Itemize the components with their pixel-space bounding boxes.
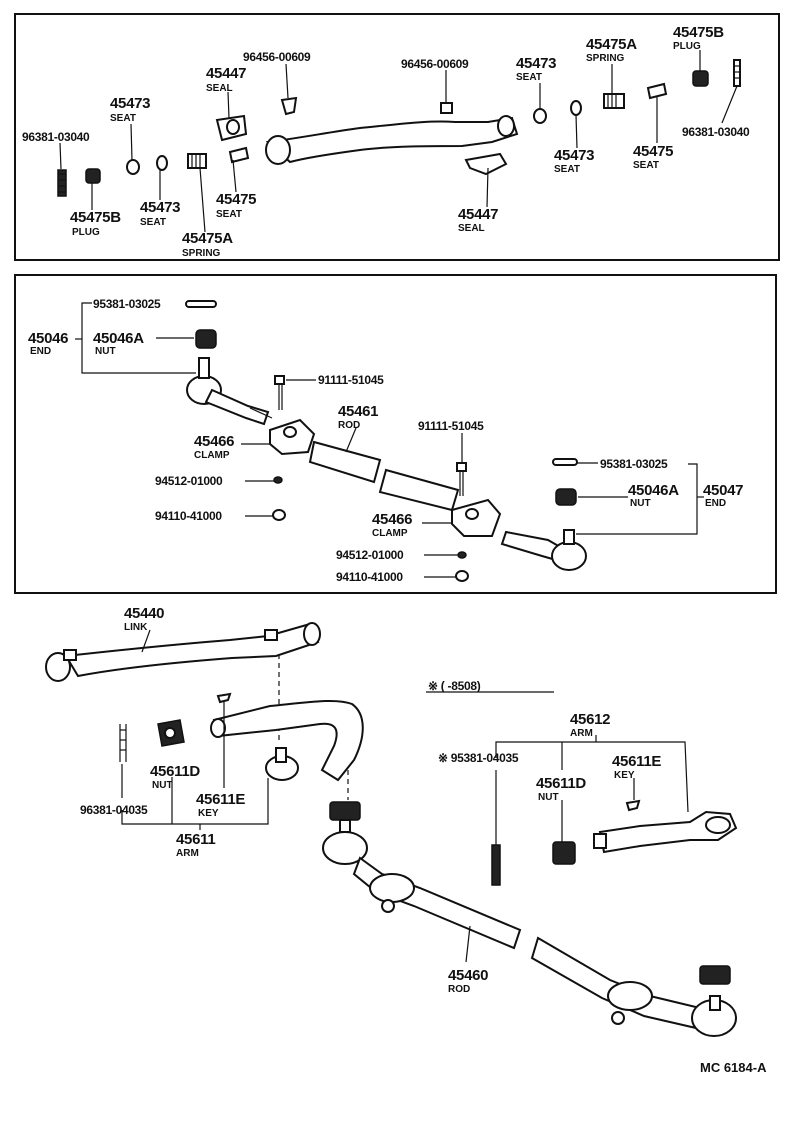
label-45461: 45461	[338, 403, 378, 420]
label-45461-sub: ROD	[338, 420, 360, 431]
box1-drawing	[57, 50, 741, 233]
label-96381-04035: 96381-04035	[80, 803, 148, 817]
frame-middle	[14, 274, 777, 594]
box2-drawing	[75, 300, 704, 582]
label-45447-left: 45447	[206, 65, 246, 82]
label-91111-right: 91111-51045	[418, 419, 484, 433]
label-note: ※ ( -8508)	[428, 679, 481, 693]
label-94110-left: 94110-41000	[155, 509, 222, 523]
label-45475-right: 45475	[633, 143, 673, 160]
box1-labels: 96381-03040 45475B PLUG 45473 SEAT 45473…	[22, 24, 750, 259]
label-45612-sub: ARM	[570, 728, 593, 739]
label-45475-left-sub: SEAT	[216, 209, 242, 220]
label-96456-left: 96456-00609	[243, 50, 311, 64]
label-45466-right: 45466	[372, 511, 412, 528]
label-45473-b-sub: SEAT	[140, 217, 166, 228]
label-45475a-left: 45475A	[182, 230, 233, 247]
label-45475-left: 45475	[216, 191, 256, 208]
label-45611d-left-sub: NUT	[152, 780, 173, 791]
label-45466-left-sub: CLAMP	[194, 450, 230, 461]
label-96456-right: 96456-00609	[401, 57, 469, 71]
label-45475b-right: 45475B	[673, 24, 724, 41]
label-95381-03025-left: 95381-03025	[93, 297, 161, 311]
label-96381-03040-left: 96381-03040	[22, 130, 90, 144]
label-45460: 45460	[448, 967, 488, 984]
diagram-code: MC 6184-A	[700, 1060, 767, 1075]
label-45611e-left: 45611E	[196, 791, 245, 808]
label-45611e-right-sub: KEY	[614, 770, 635, 781]
label-45440: 45440	[124, 605, 164, 622]
box2-labels: 95381-03025 45046 END 45046A NUT 91111-5…	[28, 297, 744, 584]
label-45611: 45611	[176, 831, 215, 848]
lower-labels: 45440 LINK ※ ( -8508) 45612 ARM ※ 95381-…	[80, 605, 767, 1075]
label-95381-03025-right: 95381-03025	[600, 457, 668, 471]
label-45447-left-sub: SEAL	[206, 83, 233, 94]
label-45447-right-sub: SEAL	[458, 223, 485, 234]
label-45046: 45046	[28, 330, 68, 347]
label-45612: 45612	[570, 711, 610, 728]
label-45046a-left-sub: NUT	[95, 346, 116, 357]
label-45466-left: 45466	[194, 433, 234, 450]
label-45611d-right-sub: NUT	[538, 792, 559, 803]
label-45611d-left: 45611D	[150, 763, 200, 780]
label-94512-left: 94512-01000	[155, 474, 223, 488]
label-96381-03040-right: 96381-03040	[682, 125, 750, 139]
label-91111-left: 91111-51045	[318, 373, 384, 387]
lower-drawing	[45, 622, 738, 1037]
label-94110-right: 94110-41000	[336, 570, 403, 584]
label-94512-right: 94512-01000	[336, 548, 404, 562]
label-45466-right-sub: CLAMP	[372, 528, 408, 539]
label-45046-sub: END	[30, 346, 51, 357]
label-45475b-right-sub: PLUG	[673, 41, 701, 52]
label-45473-a-sub: SEAT	[110, 113, 136, 124]
label-95381-04035: ※ 95381-04035	[438, 751, 519, 765]
label-45473-c: 45473	[516, 55, 556, 72]
label-45473-b: 45473	[140, 199, 180, 216]
label-45475b-left: 45475B	[70, 209, 121, 226]
label-45447-right: 45447	[458, 206, 498, 223]
label-45046a-right-sub: NUT	[630, 498, 651, 509]
label-45611e-right: 45611E	[612, 753, 661, 770]
label-45047: 45047	[703, 482, 743, 499]
label-45611e-left-sub: KEY	[198, 808, 219, 819]
label-45473-a: 45473	[110, 95, 150, 112]
label-45460-sub: ROD	[448, 984, 470, 995]
label-45611-sub: ARM	[176, 848, 199, 859]
label-45475b-left-sub: PLUG	[72, 227, 100, 238]
label-45473-c-sub: SEAT	[516, 72, 542, 83]
label-45475a-left-sub: SPRING	[182, 248, 221, 259]
label-45440-sub: LINK	[124, 622, 148, 633]
label-45046a-left: 45046A	[93, 330, 144, 347]
label-45473-d-sub: SEAT	[554, 164, 580, 175]
frame-upper	[14, 13, 780, 261]
label-45046a-right: 45046A	[628, 482, 679, 499]
label-45473-d: 45473	[554, 147, 594, 164]
label-45475a-right-sub: SPRING	[586, 53, 625, 64]
label-45475a-right: 45475A	[586, 36, 637, 53]
label-45047-sub: END	[705, 498, 726, 509]
label-45475-right-sub: SEAT	[633, 160, 659, 171]
label-45611d-right: 45611D	[536, 775, 586, 792]
